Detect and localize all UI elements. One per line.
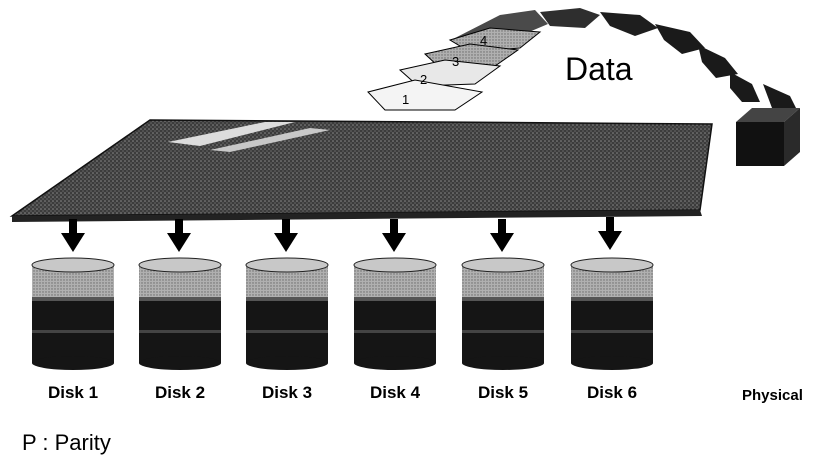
packet-1-label: 1: [402, 92, 409, 107]
disks: [31, 257, 654, 370]
arrow-disk-1: [61, 219, 85, 252]
stream-tile: [655, 24, 705, 54]
disk-label-2: Disk 2: [155, 383, 205, 402]
disk-label-4: Disk 4: [370, 383, 421, 402]
plate-edge: [12, 210, 702, 222]
disk-3: [245, 257, 329, 370]
disk-label-5: Disk 5: [478, 383, 528, 402]
arrow-disk-2: [167, 219, 191, 252]
packet-1: [367, 79, 484, 111]
disk-label-6: Disk 6: [587, 383, 637, 402]
stream-tile: [540, 8, 600, 28]
arrow-disk-4: [382, 219, 406, 252]
disk-labels: Disk 1 Disk 2 Disk 3 Disk 4 Disk 5 Disk …: [48, 383, 637, 402]
stream-tile: [730, 72, 760, 102]
disk-6: [570, 257, 654, 370]
disk-label-1: Disk 1: [48, 383, 98, 402]
arrow-disk-6: [598, 217, 622, 250]
packet-3-label: 3: [452, 54, 459, 69]
data-packets: 1 2 3 4: [367, 27, 542, 111]
side-block: [736, 108, 800, 166]
plate-highlight: [168, 122, 295, 146]
arrow-disk-3: [274, 219, 298, 252]
disk-4: [353, 257, 437, 370]
disk-label-3: Disk 3: [262, 383, 312, 402]
packet-4-label: 4: [480, 33, 487, 48]
data-title: Data: [565, 51, 633, 87]
stream-tile: [763, 84, 796, 108]
disk-2: [138, 257, 222, 370]
controller-plate: [9, 119, 713, 222]
parity-legend: P : Parity: [22, 430, 111, 455]
disk-5: [461, 257, 545, 370]
packet-2-label: 2: [420, 72, 427, 87]
stream-tile: [698, 45, 738, 78]
physical-label: Physical: [742, 387, 803, 404]
stream-tile: [600, 12, 658, 36]
plate-highlight: [210, 128, 330, 152]
disk-1: [31, 257, 115, 370]
arrow-disk-5: [490, 219, 514, 252]
disk-arrows: [61, 217, 622, 252]
plate-top: [9, 119, 713, 217]
